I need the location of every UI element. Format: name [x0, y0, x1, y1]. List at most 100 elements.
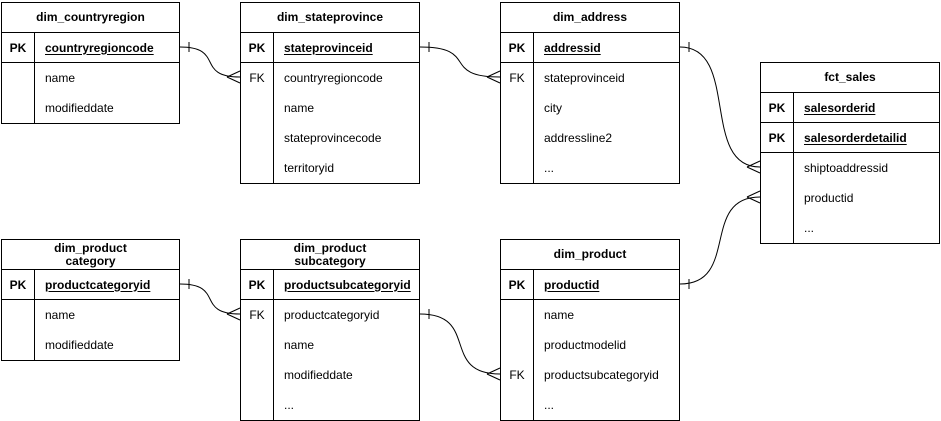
key-cell: [501, 123, 534, 153]
key-cell: [2, 330, 35, 360]
attribute-name: stateprovinceid: [544, 71, 625, 85]
key-cell: [2, 63, 35, 93]
attribute-name: city: [544, 101, 562, 115]
attribute-name: productcategoryid: [45, 277, 151, 292]
relationship-line: [679, 46, 761, 168]
entity-title: dim_product subcategory: [241, 240, 419, 270]
fk-badge: FK: [501, 63, 534, 93]
attribute-name: modifieddate: [45, 338, 114, 352]
key-cell: [501, 330, 534, 360]
attribute-name: stateprovinceid: [284, 40, 373, 55]
many-marker: [746, 160, 761, 174]
fk-badge: FK: [241, 63, 274, 93]
pk-badge: PK: [501, 270, 534, 299]
attribute-name: name: [45, 71, 76, 85]
key-cell: [241, 330, 274, 360]
attribute-row: name: [241, 93, 419, 123]
attribute-row: productmodelid: [501, 330, 679, 360]
attribute-row: name: [241, 330, 419, 360]
attribute-row: PK productid: [501, 270, 679, 300]
many-marker: [226, 307, 241, 321]
relationship-dim_productcategory-dim_productsubcategory[interactable]: [179, 279, 241, 321]
relationship-line: [179, 283, 241, 315]
attribute-name: stateprovincecode: [284, 131, 382, 145]
attribute-row: ...: [761, 213, 939, 243]
attribute-name: ...: [544, 161, 555, 175]
attribute-row: productid: [761, 183, 939, 213]
entity-title: dim_address: [501, 3, 679, 33]
key-cell: [241, 123, 274, 153]
pk-badge: PK: [761, 93, 794, 122]
key-cell: [501, 93, 534, 123]
attribute-name: productmodelid: [544, 338, 627, 352]
key-cell: [241, 153, 274, 183]
attribute-name: countryregioncode: [45, 40, 154, 55]
attribute-name: productsubcategoryid: [284, 277, 411, 292]
key-cell: [501, 153, 534, 183]
key-cell: [241, 360, 274, 390]
attribute-name: modifieddate: [45, 101, 114, 115]
entity-title: dim_countryregion: [2, 3, 179, 33]
key-cell: [2, 93, 35, 123]
key-cell: [501, 300, 534, 330]
pk-badge: PK: [2, 33, 35, 62]
attribute-name: name: [284, 101, 315, 115]
attribute-row: addressline2: [501, 123, 679, 153]
attribute-name: name: [284, 338, 315, 352]
relationship-dim_productsubcategory-dim_product[interactable]: [419, 309, 501, 381]
attribute-row: shiptoaddressid: [761, 153, 939, 183]
relationship-dim_countryregion-dim_stateprovince[interactable]: [179, 42, 241, 84]
entity-title: dim_stateprovince: [241, 3, 419, 33]
attribute-row: name: [2, 300, 179, 330]
attribute-name: ...: [284, 398, 295, 412]
attribute-row: city: [501, 93, 679, 123]
attribute-row: modifieddate: [2, 330, 179, 360]
many-marker: [746, 190, 761, 204]
key-cell: [2, 300, 35, 330]
many-marker: [226, 70, 241, 84]
attribute-name: ...: [544, 398, 555, 412]
attribute-row: modifieddate: [2, 93, 179, 123]
attribute-row: territoryid: [241, 153, 419, 183]
attribute-name: name: [544, 308, 575, 322]
entity-title: dim_product: [501, 240, 679, 270]
attribute-name: productid: [544, 277, 600, 292]
key-cell: [761, 183, 794, 213]
fk-badge: FK: [241, 300, 274, 330]
many-marker: [486, 70, 501, 84]
relationship-dim_stateprovince-dim_address[interactable]: [419, 42, 501, 84]
attribute-row: modifieddate: [241, 360, 419, 390]
fk-badge: FK: [501, 360, 534, 390]
key-cell: [501, 390, 534, 420]
relationship-dim_address-fct_sales[interactable]: [679, 42, 761, 174]
attribute-name: shiptoaddressid: [804, 161, 889, 175]
relationship-line: [679, 196, 761, 285]
key-cell: [761, 153, 794, 183]
pk-badge: PK: [501, 33, 534, 62]
relationship-dim_product-fct_sales[interactable]: [679, 190, 761, 289]
key-cell: [241, 93, 274, 123]
entity-title: fct_sales: [761, 63, 939, 93]
attribute-row: ...: [501, 153, 679, 183]
attribute-row: FK stateprovinceid: [501, 63, 679, 93]
attribute-row: ...: [501, 390, 679, 420]
relationship-line: [419, 313, 501, 375]
relationship-line: [179, 46, 241, 78]
attribute-row: name: [2, 63, 179, 93]
key-cell: [241, 390, 274, 420]
attribute-name: productcategoryid: [284, 308, 380, 322]
